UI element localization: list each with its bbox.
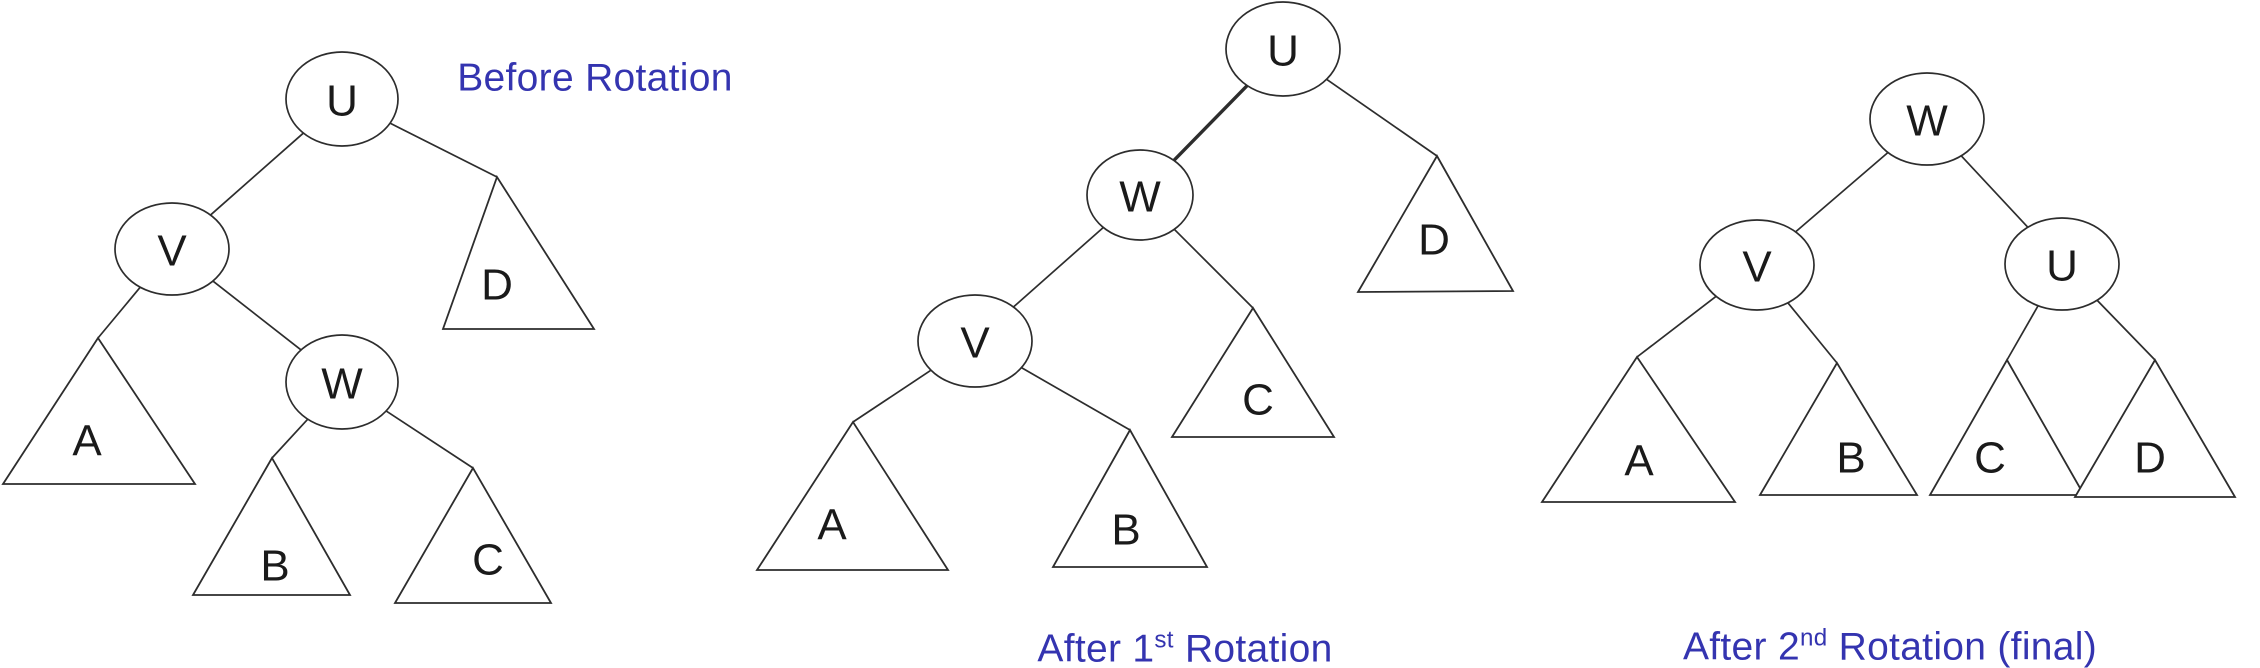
caption-text: After 1 bbox=[1037, 627, 1155, 668]
caption-superscript: nd bbox=[1799, 624, 1828, 652]
edge-U-D bbox=[389, 122, 498, 178]
subtree-B bbox=[1758, 361, 1919, 496]
caption-after-2nd-rotation: After 2nd Rotation (final) bbox=[1683, 625, 2097, 668]
edge-U-D bbox=[2096, 299, 2156, 361]
subtree-C bbox=[1928, 358, 2086, 496]
subtree-B bbox=[191, 456, 352, 596]
node-label-U: U bbox=[2046, 242, 2078, 291]
edge-W-C bbox=[1173, 228, 1254, 309]
caption-text: Rotation bbox=[1173, 627, 1333, 668]
node-V bbox=[114, 202, 230, 296]
subtree-label-C: C bbox=[1242, 376, 1274, 425]
node-label-W: W bbox=[321, 360, 363, 409]
edge-U-W bbox=[1172, 84, 1249, 162]
edge-W-B bbox=[271, 418, 309, 459]
subtree-D bbox=[441, 174, 596, 330]
caption-superscript: st bbox=[1154, 626, 1174, 654]
caption-text: Rotation (final) bbox=[1827, 625, 2098, 668]
edge-W-C bbox=[385, 410, 474, 469]
node-U bbox=[285, 51, 399, 147]
subtree-C bbox=[1170, 306, 1336, 438]
node-label-W: W bbox=[1119, 173, 1161, 222]
subtree-B bbox=[1051, 428, 1209, 568]
edge-V-W bbox=[212, 280, 302, 351]
subtree-A bbox=[755, 420, 950, 571]
node-label-V: V bbox=[1742, 243, 1772, 292]
subtree-label-D: D bbox=[2134, 434, 2166, 483]
tree-after-1st-rotation: D C A B U W V bbox=[755, 1, 1515, 571]
caption-text: After 2 bbox=[1682, 625, 1800, 668]
edge-U-V bbox=[209, 132, 304, 216]
caption-before-rotation: Before Rotation bbox=[457, 56, 733, 101]
subtree-label-B: B bbox=[1836, 434, 1865, 483]
subtree-label-C: C bbox=[1974, 434, 2006, 483]
edge-W-V bbox=[1795, 151, 1889, 233]
subtree-label-A: A bbox=[72, 417, 102, 466]
edge-U-C bbox=[2006, 305, 2039, 361]
node-V bbox=[1699, 219, 1815, 311]
node-U bbox=[1225, 1, 1341, 97]
node-W bbox=[1086, 149, 1194, 241]
subtree-label-B: B bbox=[1111, 506, 1140, 555]
edge-U-D bbox=[1326, 78, 1438, 157]
node-label-V: V bbox=[157, 227, 187, 276]
node-W bbox=[1869, 72, 1985, 166]
node-V bbox=[917, 294, 1033, 388]
node-W bbox=[285, 334, 399, 430]
subtree-label-A: A bbox=[1624, 437, 1654, 486]
subtree-A bbox=[1, 336, 197, 485]
tree-before-rotation: A D B C U V W bbox=[1, 51, 596, 604]
subtree-D bbox=[1356, 154, 1515, 293]
subtree-A bbox=[1540, 355, 1737, 503]
edge-W-V bbox=[1012, 226, 1104, 308]
edge-V-A bbox=[97, 286, 141, 339]
subtree-C bbox=[393, 466, 553, 604]
edge-V-A bbox=[852, 369, 932, 423]
subtree-label-A: A bbox=[817, 501, 847, 550]
subtree-label-B: B bbox=[260, 542, 289, 591]
subtree-label-D: D bbox=[1418, 216, 1450, 265]
subtree-label-D: D bbox=[481, 261, 513, 310]
subtree-D bbox=[2073, 358, 2237, 498]
node-label-W: W bbox=[1906, 97, 1948, 146]
node-U bbox=[2004, 217, 2120, 311]
tree-after-2nd-rotation: A B C D W V U bbox=[1540, 72, 2237, 503]
edge-V-A bbox=[1636, 295, 1717, 358]
node-label-U: U bbox=[326, 77, 358, 126]
node-label-V: V bbox=[960, 319, 990, 368]
edge-V-B bbox=[1021, 366, 1131, 431]
node-label-U: U bbox=[1267, 27, 1299, 76]
caption-text: Before Rotation bbox=[457, 56, 733, 100]
subtree-label-C: C bbox=[472, 536, 504, 585]
caption-after-1st-rotation: After 1st Rotation bbox=[1037, 627, 1332, 668]
edge-W-U bbox=[1960, 155, 2029, 228]
edge-V-B bbox=[1787, 302, 1838, 364]
